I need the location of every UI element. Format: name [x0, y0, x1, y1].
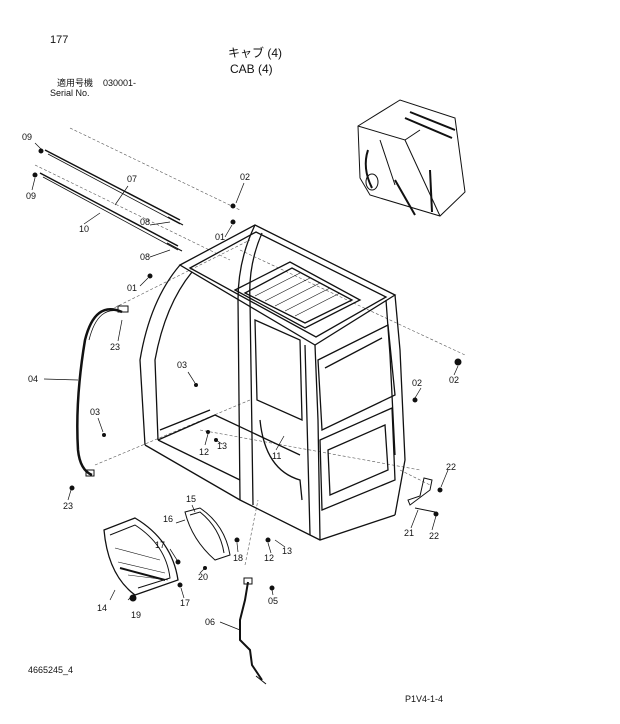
callout-06: 06	[205, 617, 215, 627]
callout-13b: 13	[282, 546, 292, 556]
callout-15: 15	[186, 494, 196, 504]
callout-labels: 09 09 07 10 08 08 01 01 02 02 02 23 23 0…	[22, 132, 459, 627]
callout-02a: 02	[240, 172, 250, 182]
front-lower-cover	[103, 517, 179, 602]
cab-frame	[139, 224, 406, 541]
callout-23a: 23	[110, 342, 120, 352]
callout-23b: 23	[63, 501, 73, 511]
callout-17a: 17	[155, 540, 165, 550]
page-number: 177	[50, 34, 69, 46]
callout-14: 14	[97, 603, 107, 613]
callout-02b: 02	[412, 378, 422, 388]
callout-09a: 09	[22, 132, 32, 142]
weather-strip	[76, 305, 129, 477]
callout-12b: 12	[264, 553, 274, 563]
fasteners	[69, 203, 462, 591]
callout-19: 19	[131, 610, 141, 620]
callout-07: 07	[127, 174, 137, 184]
wiper-arm-assemblies	[32, 148, 184, 252]
catalog-code: P1V4-1-4	[405, 694, 444, 704]
rod-assembly	[239, 577, 267, 685]
callout-04: 04	[28, 374, 38, 384]
callout-01b: 01	[127, 283, 137, 293]
callout-11: 11	[272, 451, 281, 461]
callout-03b: 03	[90, 407, 100, 417]
callout-18: 18	[233, 553, 243, 563]
label-leaders	[31, 142, 459, 631]
callout-22b: 22	[429, 531, 439, 541]
serial-label-english: Serial No.	[50, 88, 90, 98]
callout-08a: 08	[140, 217, 150, 227]
drawing-code: 4665245_4	[28, 665, 74, 675]
callout-13a: 13	[217, 441, 227, 451]
serial-label-japanese: 適用号機	[57, 78, 94, 88]
callout-02c: 02	[449, 375, 459, 385]
callout-05: 05	[268, 596, 278, 606]
window-trim	[184, 507, 231, 561]
leader-lines	[34, 127, 466, 566]
inset-cab-view	[357, 99, 466, 217]
bracket	[407, 477, 436, 513]
callout-09b: 09	[26, 191, 36, 201]
callout-01a: 01	[215, 232, 225, 242]
title-english: CAB (4)	[230, 62, 273, 76]
callout-21: 21	[404, 528, 414, 538]
callout-10: 10	[79, 224, 89, 234]
callout-03a: 03	[177, 360, 187, 370]
callout-08b: 08	[140, 252, 150, 262]
callout-16: 16	[163, 514, 173, 524]
callout-17b: 17	[180, 598, 190, 608]
callout-12a: 12	[199, 447, 209, 457]
callout-20: 20	[198, 572, 208, 582]
title-japanese: キャブ (4)	[228, 46, 283, 60]
callout-22a: 22	[446, 462, 456, 472]
serial-value: 030001-	[103, 78, 137, 88]
